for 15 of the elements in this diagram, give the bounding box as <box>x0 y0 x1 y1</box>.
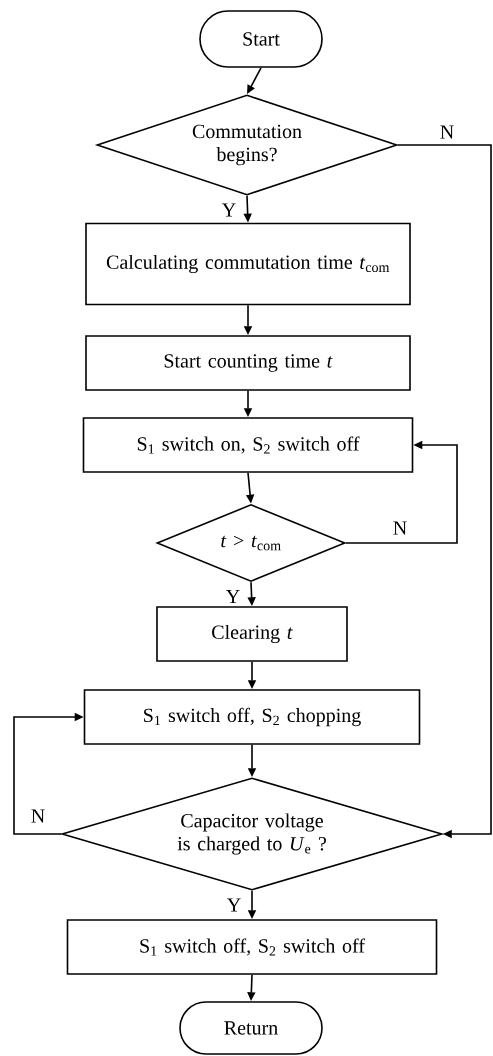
edge-label: N <box>31 809 45 823</box>
arrow <box>397 144 492 839</box>
process-box: Calculating commutation time t$_{com}$ <box>85 222 411 306</box>
terminal-box: Return <box>179 1001 323 1055</box>
edge-label: Y <box>222 203 236 217</box>
process-box: S$_{1}$ switch off, S$_{2}$ chopping <box>83 689 421 745</box>
process-box: Clearing t <box>156 606 348 662</box>
process-box: S$_{1}$ switch on, S$_{2}$ switch off <box>82 417 414 473</box>
edge-label: Y <box>227 898 241 912</box>
process-box: S$_{1}$ switch off, S$_{2}$ switch off <box>66 919 438 975</box>
edge-label: N <box>393 521 407 535</box>
process-box: Start counting time t <box>85 335 411 391</box>
edge-label: Y <box>226 589 240 604</box>
terminal-box: Start <box>199 10 323 68</box>
edge-label: N <box>440 125 454 139</box>
